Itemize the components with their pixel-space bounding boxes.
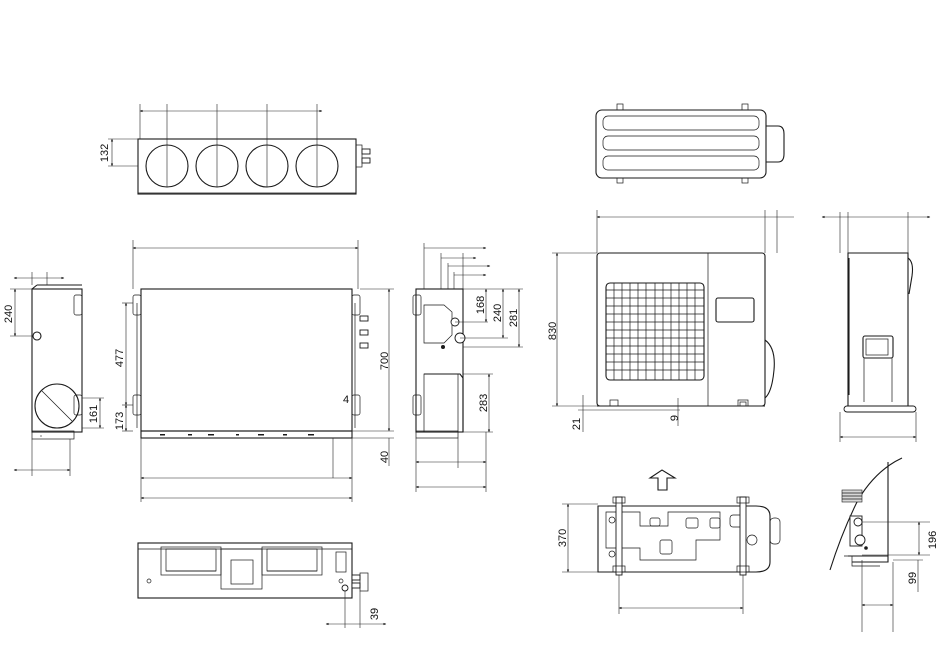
dim-21: 21 — [571, 418, 583, 430]
dim-39: 39 — [369, 608, 381, 620]
dim-132: 132 — [99, 144, 111, 162]
outdoor-side-view — [822, 212, 930, 442]
dim-168: 168 — [475, 296, 487, 314]
indoor-left-side-view: 240 161 — [3, 272, 104, 476]
dim-99: 99 — [907, 572, 919, 584]
indoor-bottom-view: 39 — [138, 543, 386, 628]
dim-40: 40 — [379, 451, 391, 463]
dim-281: 281 — [508, 309, 520, 327]
dim-240-right: 240 — [492, 304, 504, 322]
dim-173: 173 — [114, 412, 126, 430]
outdoor-base-view: 370 — [557, 470, 780, 614]
outdoor-detail-view: 196 99 — [830, 458, 939, 632]
dim-196: 196 — [927, 531, 939, 549]
outdoor-top-view — [596, 104, 784, 183]
dim-240-left: 240 — [3, 305, 15, 323]
indoor-top-view: 132 — [99, 104, 370, 194]
dim-700: 700 — [379, 352, 391, 370]
svg-text:4: 4 — [343, 394, 349, 406]
indoor-front-view: 4 477 173 700 40 — [0, 0, 394, 502]
dim-830: 830 — [547, 322, 559, 340]
dim-9: 9 — [669, 415, 681, 421]
indoor-right-side-view: 168 240 281 283 — [413, 243, 523, 492]
dim-370: 370 — [557, 529, 569, 547]
outdoor-front-view: 830 21 9 — [547, 210, 794, 432]
dim-477: 477 — [114, 349, 126, 367]
dim-161: 161 — [88, 405, 100, 423]
dim-283: 283 — [478, 394, 490, 412]
